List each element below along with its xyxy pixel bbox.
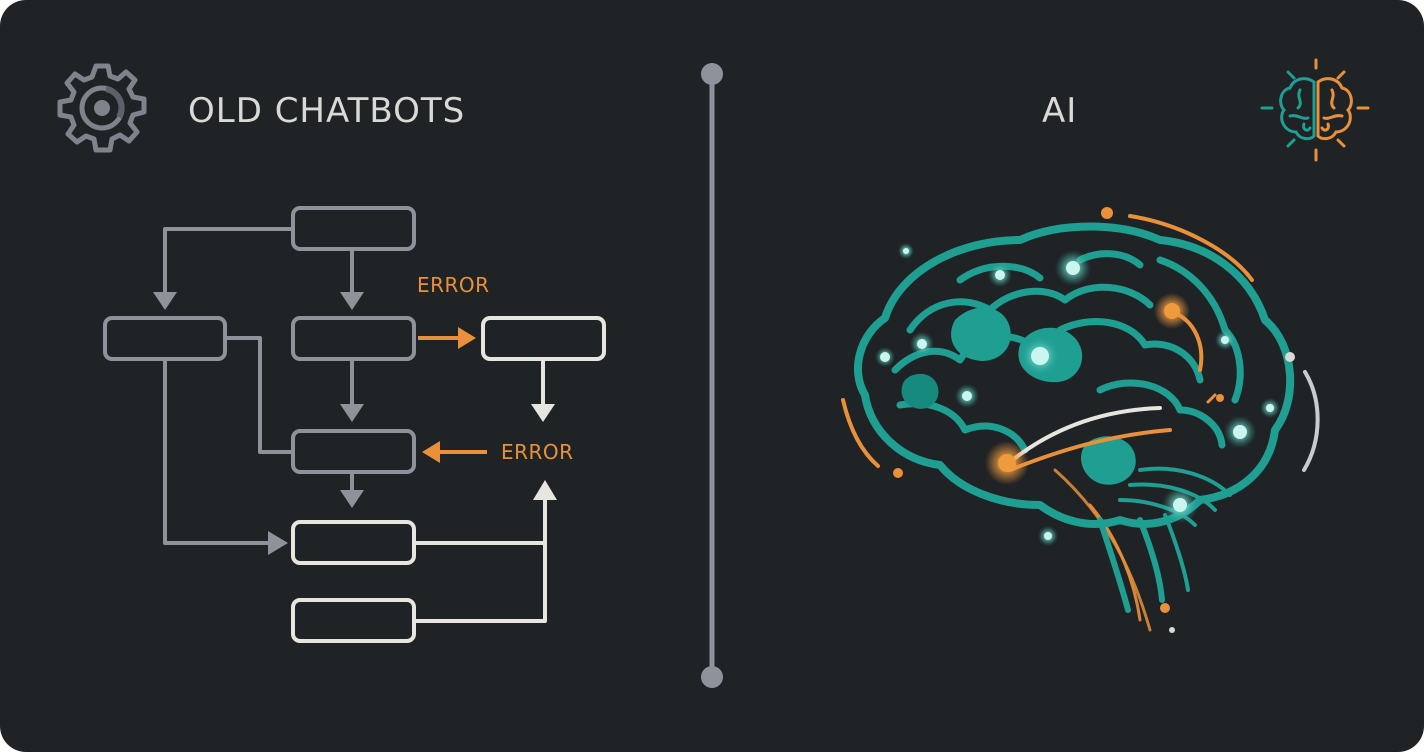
arrowhead xyxy=(268,531,288,555)
center-divider xyxy=(701,63,723,688)
arrowhead xyxy=(153,292,177,310)
connector-bottom-to-loop xyxy=(414,498,547,623)
brain-icon xyxy=(1260,58,1370,162)
connector-left-to-fourth xyxy=(163,360,270,545)
gear-icon xyxy=(57,63,147,153)
flow-box-middle xyxy=(291,316,416,361)
connector-top-to-left xyxy=(163,227,293,296)
connector-left-to-third xyxy=(225,336,294,454)
error-label-1: ERROR xyxy=(417,273,490,297)
left-title: OLD CHATBOTS xyxy=(188,91,465,131)
arrowhead xyxy=(422,441,440,463)
arrowhead xyxy=(340,292,364,310)
flow-box-third xyxy=(291,429,416,474)
arrowhead xyxy=(533,480,557,500)
arrowhead xyxy=(340,404,364,422)
flow-box-error-target xyxy=(481,316,606,361)
error-label-2: ERROR xyxy=(501,440,574,464)
arrowhead xyxy=(531,404,555,422)
brain-network-illustration xyxy=(841,207,1320,633)
right-title: AI xyxy=(1042,91,1077,131)
flowchart xyxy=(103,206,606,643)
right-panel: AI xyxy=(841,58,1370,633)
flow-box-left xyxy=(103,316,227,361)
flow-box-top xyxy=(291,206,416,251)
left-panel: OLD CHATBOTS xyxy=(57,63,606,643)
arrowhead xyxy=(340,490,364,508)
arrowhead xyxy=(458,327,476,349)
